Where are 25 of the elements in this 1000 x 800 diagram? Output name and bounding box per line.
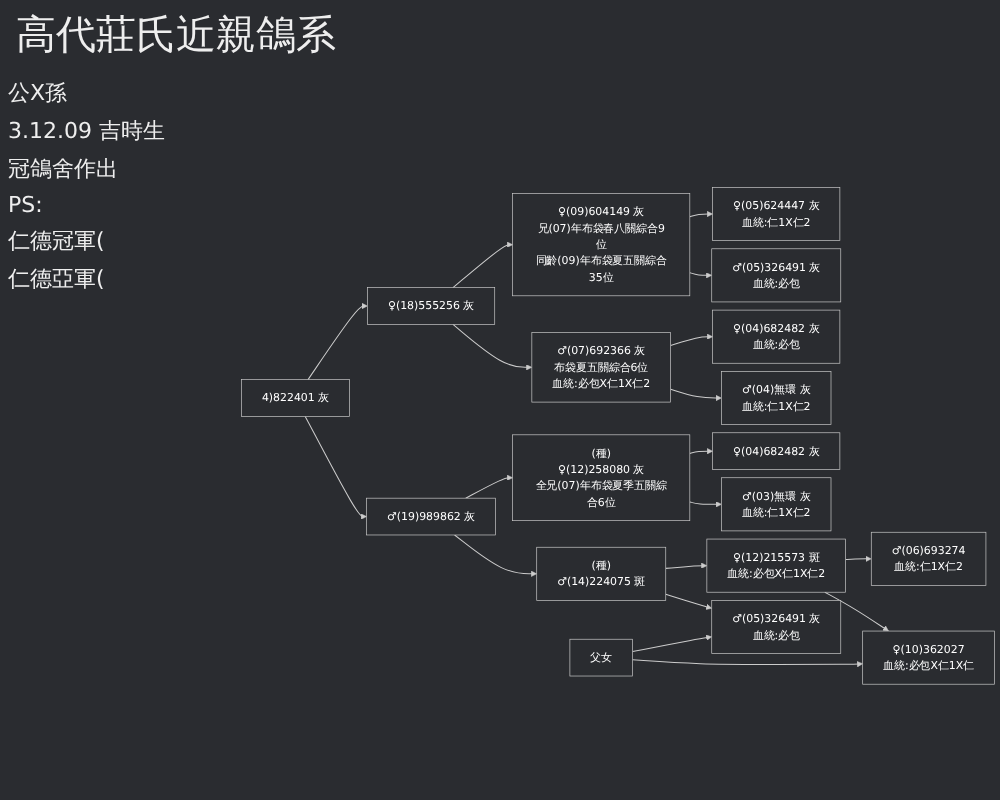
note-text: 仁德冠軍( [8, 226, 105, 256]
arrow [824, 590, 889, 631]
note-text: 仁德亞軍( [8, 264, 105, 294]
arrow [670, 387, 722, 401]
arrow [665, 561, 708, 569]
note-text: PS: [8, 192, 43, 218]
arrow [689, 210, 713, 217]
arrow [689, 271, 712, 278]
arrow [689, 447, 713, 454]
arrow [845, 555, 872, 561]
note-text: 冠鴿舍作出 [8, 154, 118, 184]
arrow [304, 415, 367, 519]
arrow [670, 332, 713, 346]
arrow [632, 658, 863, 667]
arrow [454, 533, 537, 576]
title: 高代莊氏近親鴿系 [14, 8, 338, 62]
arrow [665, 592, 712, 609]
arrow [452, 323, 533, 370]
arrow [307, 302, 368, 380]
arrow [465, 473, 513, 498]
arrow [689, 500, 722, 507]
arrow [452, 240, 513, 288]
note-text: 3.12.09 吉時生 [8, 116, 165, 146]
arrow [632, 633, 712, 652]
note-text: 公X孫 [8, 78, 68, 108]
